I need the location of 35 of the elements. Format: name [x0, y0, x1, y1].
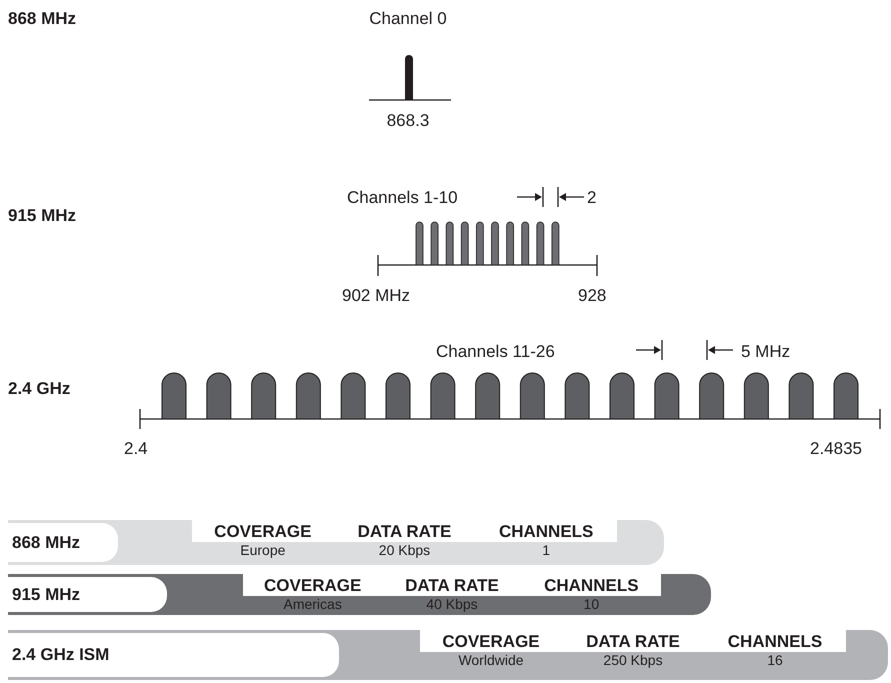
- column-header: CHANNELS: [498, 522, 594, 541]
- column-header: CHANNELS: [543, 576, 640, 595]
- table-value: 1: [541, 542, 552, 558]
- column-header: CHANNELS: [726, 632, 824, 651]
- table-value: 40 Kbps: [425, 596, 479, 612]
- band-name: 868 MHz: [8, 10, 76, 27]
- table-value: Worldwide: [457, 652, 525, 668]
- band-name: 915 MHz: [8, 577, 167, 612]
- frequency-label: 2.4: [124, 440, 148, 457]
- table-value: 20 Kbps: [378, 542, 432, 558]
- table-value: Europe: [239, 542, 286, 558]
- frequency-label: 868.3: [386, 112, 430, 129]
- band-name: 2.4 GHz: [8, 380, 70, 397]
- column-header: COVERAGE: [441, 632, 541, 651]
- table-value: 250 Kbps: [602, 652, 664, 668]
- table-value: Americas: [282, 596, 343, 612]
- frequency-label: 5 MHz: [741, 343, 790, 360]
- frequency-label: Channel 0: [369, 10, 447, 27]
- table-value: 16: [766, 652, 784, 668]
- column-header: DATA RATE: [356, 522, 452, 541]
- band-name: 868 MHz: [8, 523, 118, 562]
- column-header: COVERAGE: [213, 522, 312, 541]
- column-header: DATA RATE: [404, 576, 500, 595]
- table-value: 10: [582, 596, 600, 612]
- column-header: DATA RATE: [585, 632, 681, 651]
- column-header: COVERAGE: [263, 576, 362, 595]
- band-name: 915 MHz: [8, 207, 76, 224]
- band-name: 2.4 GHz ISM: [8, 633, 339, 677]
- band-bar: [8, 630, 888, 680]
- frequency-label: 928: [578, 287, 606, 304]
- frequency-label: Channels 1-10: [347, 189, 458, 206]
- frequency-label: 2: [587, 189, 596, 206]
- frequency-label: Channels 11-26: [436, 343, 555, 360]
- frequency-label: 902 MHz: [342, 287, 410, 304]
- frequency-label: 2.4835: [810, 440, 862, 457]
